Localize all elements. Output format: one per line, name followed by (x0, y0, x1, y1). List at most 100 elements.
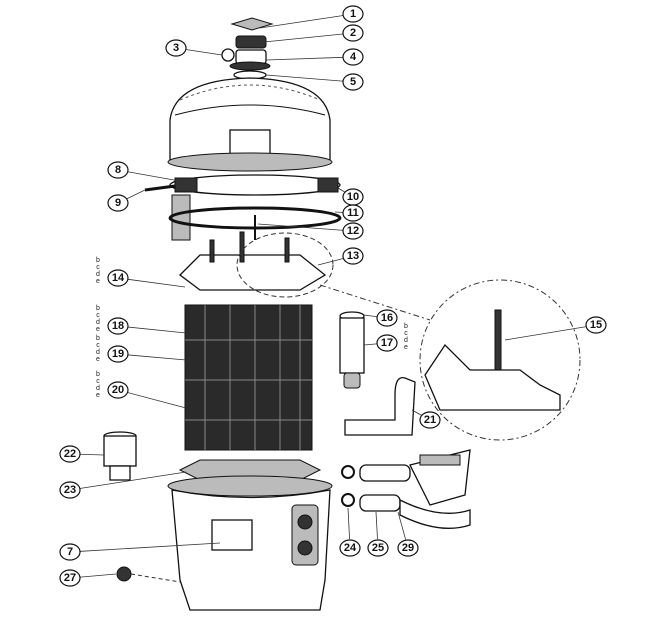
leader-line (78, 453, 105, 456)
callout-14: 14 (107, 269, 186, 288)
callout-circle (59, 543, 81, 561)
variant-letter: c (96, 342, 100, 349)
leader-line (126, 326, 187, 334)
variant-letter: d (96, 319, 100, 326)
callout-circle (342, 73, 364, 91)
callout-circle (376, 309, 398, 327)
leader-line (411, 409, 423, 416)
variant-letter: e (404, 344, 408, 351)
callout-circle (342, 222, 364, 240)
callout-circle (342, 24, 364, 42)
callout-circle (419, 411, 441, 429)
variant-letter: c (96, 378, 100, 385)
filter-lid (167, 77, 333, 172)
leader-line (126, 391, 187, 409)
air-relief-tube (339, 311, 365, 389)
callout-number: 13 (347, 250, 359, 262)
callout-circle (107, 161, 129, 179)
leader-line (125, 189, 146, 200)
variant-letter: d (96, 271, 100, 278)
leader-line (375, 511, 378, 540)
callout-15: 15 (504, 316, 607, 341)
callout-circle (397, 539, 419, 557)
callout-24: 24 (339, 507, 361, 557)
callout-number: 11 (347, 207, 359, 219)
callout-number: 1 (350, 8, 356, 20)
callout-number: 20 (112, 384, 124, 396)
callout-12: 12 (257, 222, 364, 240)
callout-circle (59, 445, 81, 463)
variant-letter: b (96, 305, 100, 312)
callout-number: 17 (381, 337, 393, 349)
variant-letter: b (404, 323, 408, 330)
leader-line (126, 171, 186, 183)
callout-21: 21 (411, 409, 441, 429)
callout-number: 5 (350, 76, 356, 88)
leader-line (317, 257, 345, 266)
variant-letter: e (96, 356, 100, 363)
elbow-pipe (344, 376, 416, 436)
callout-number: 24 (344, 542, 357, 554)
callout-number: 2 (350, 27, 356, 39)
variant-letter: c (96, 312, 100, 319)
callout-circle (107, 345, 129, 363)
callout-11: 11 (334, 204, 364, 222)
callout-number: 27 (64, 572, 76, 584)
manifold (179, 231, 431, 321)
callout-circle (342, 5, 364, 23)
callout-number: 15 (590, 319, 602, 331)
callout-29: 29 (397, 511, 419, 557)
callout-23: 23 (59, 471, 187, 499)
callout-1: 1 (259, 5, 364, 29)
callout-9: 9 (107, 189, 146, 212)
variant-letter: d (96, 385, 100, 392)
callout-circle (367, 539, 389, 557)
variant-letter: b (96, 371, 100, 378)
variant-letter: b (96, 257, 100, 264)
callout-circle (376, 334, 398, 352)
callout-19: 19 (107, 345, 187, 363)
callout-4: 4 (265, 48, 364, 66)
callout-circle (59, 481, 81, 499)
leader-line (78, 542, 221, 552)
filter-tank (167, 475, 333, 611)
leader-line (78, 573, 117, 578)
leader-line (184, 48, 223, 56)
leader-line (259, 14, 345, 29)
callout-17: 17 (363, 334, 398, 352)
leader-line (265, 56, 345, 61)
drain-plug (116, 566, 181, 583)
callout-13: 13 (317, 247, 364, 266)
leader-line (126, 278, 186, 288)
standpipe (103, 431, 137, 481)
callout-circle (59, 569, 81, 587)
callout-20: 20 (107, 381, 187, 409)
leader-line (363, 314, 379, 318)
callout-number: 8 (115, 164, 121, 176)
callout-number: 19 (112, 348, 124, 360)
callout-number: 21 (424, 414, 436, 426)
callout-circle (585, 316, 607, 334)
clamp-ring (144, 174, 342, 241)
callout-number: 18 (112, 320, 124, 332)
leader-line (265, 74, 345, 82)
callout-number: 7 (67, 546, 73, 558)
callout-number: 9 (115, 197, 121, 209)
callout-16: 16 (363, 309, 398, 327)
callout-number: 3 (173, 42, 179, 54)
callout-circle (342, 48, 364, 66)
leader-line (337, 187, 346, 193)
variant-letter: c (96, 264, 100, 271)
leader-line (504, 326, 588, 341)
callout-number: 16 (381, 312, 393, 324)
callout-number: 29 (402, 542, 414, 554)
callout-circle (107, 381, 129, 399)
callout-3: 3 (165, 39, 223, 57)
callout-10: 10 (337, 187, 364, 206)
callout-circle (107, 317, 129, 335)
variant-letter: c (404, 330, 408, 337)
callout-18: 18 (107, 317, 187, 335)
variant-letter: b (96, 335, 100, 342)
